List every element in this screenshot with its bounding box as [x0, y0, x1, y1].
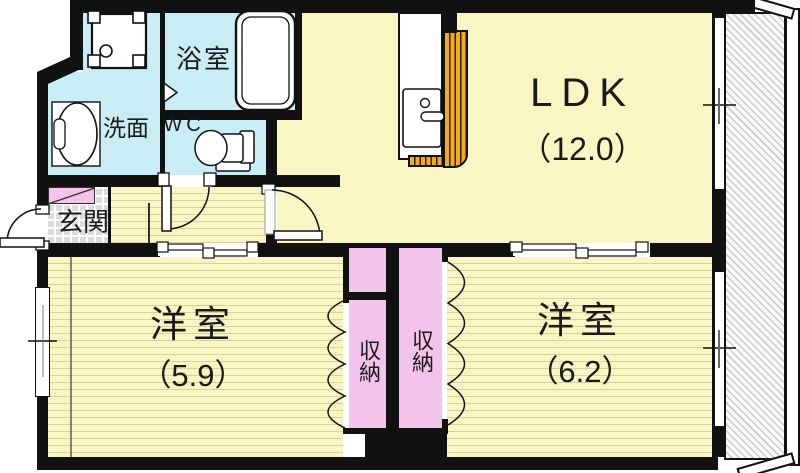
window-ldk-east — [714, 17, 725, 190]
washroom-floor-upper — [83, 13, 160, 72]
wall-left-lower — [37, 397, 48, 470]
wall-closet-west-stub — [343, 243, 349, 303]
hallway-floor — [110, 187, 266, 243]
wall-left-between — [37, 242, 48, 287]
wall-closet-bottom-block — [365, 433, 447, 457]
kitchen-counter — [443, 30, 468, 168]
closet-right-label: 収納 — [409, 329, 434, 373]
kitchen-counter-base — [398, 12, 443, 160]
ldk-floor-upper — [302, 13, 712, 120]
wall-left-upper — [70, 0, 83, 70]
ldk-floor-lower — [277, 120, 712, 243]
wall-toilet-east — [266, 118, 277, 187]
wall-closet-divider — [349, 292, 386, 300]
ldk-label: LDK — [530, 70, 635, 115]
wall-ldk-partition-stub — [277, 178, 340, 187]
wall-ldk-south-east — [650, 243, 712, 257]
western-room-2-floor — [447, 257, 712, 457]
entrance-step-edge — [108, 187, 111, 243]
toilet-label: WC — [163, 113, 205, 136]
kitchen-counter-foot — [408, 155, 444, 167]
window-room2-east — [714, 271, 725, 427]
wall-closet-top-right — [399, 243, 442, 248]
hallway-step-line — [148, 203, 150, 243]
balcony-rail — [785, 8, 800, 466]
sliding-door-ldk-room2 — [513, 244, 650, 256]
western-room-2-area: （6.2） — [527, 353, 633, 389]
western-room-2-label: 洋室 — [537, 300, 623, 341]
wall-closet-east-stub-bottom — [442, 419, 448, 433]
entrance-label: 玄関 — [56, 206, 109, 237]
washroom-label: 洗面 — [103, 115, 149, 141]
western-room-1-label: 洋室 — [150, 304, 236, 345]
wall-hall-south-mid — [258, 243, 348, 257]
wall-bathroom-south — [160, 110, 302, 120]
balcony — [724, 12, 786, 460]
wall-closet-center — [386, 243, 399, 433]
closet-right — [399, 248, 442, 428]
wall-washroom-bathroom — [160, 13, 165, 175]
bathroom-label: 浴室 — [175, 43, 232, 74]
window-west — [35, 287, 50, 397]
wall-top — [70, 0, 755, 13]
wall-closet-bottom-thin — [343, 428, 448, 434]
closet-left-upper — [349, 248, 386, 292]
closet-left-label: 収納 — [356, 339, 381, 383]
sliding-door-hall-room1 — [158, 244, 258, 256]
wall-bottom — [37, 457, 718, 470]
toilet-door-opening — [163, 175, 212, 187]
western-room-1-floor-line — [70, 257, 72, 457]
ldk-area: （12.0） — [519, 131, 646, 167]
wall-left-mid — [37, 72, 48, 213]
wall-kitchen-stub — [441, 12, 457, 33]
wall-bathroom-east — [295, 13, 302, 120]
western-room-1-floor — [48, 257, 343, 457]
closet-left — [349, 300, 386, 428]
wall-ldk-south-mid — [442, 243, 515, 257]
wall-hall-south-west — [37, 243, 160, 257]
wall-closet-top-left — [343, 243, 386, 248]
western-room-1-area: （5.9） — [140, 357, 246, 393]
